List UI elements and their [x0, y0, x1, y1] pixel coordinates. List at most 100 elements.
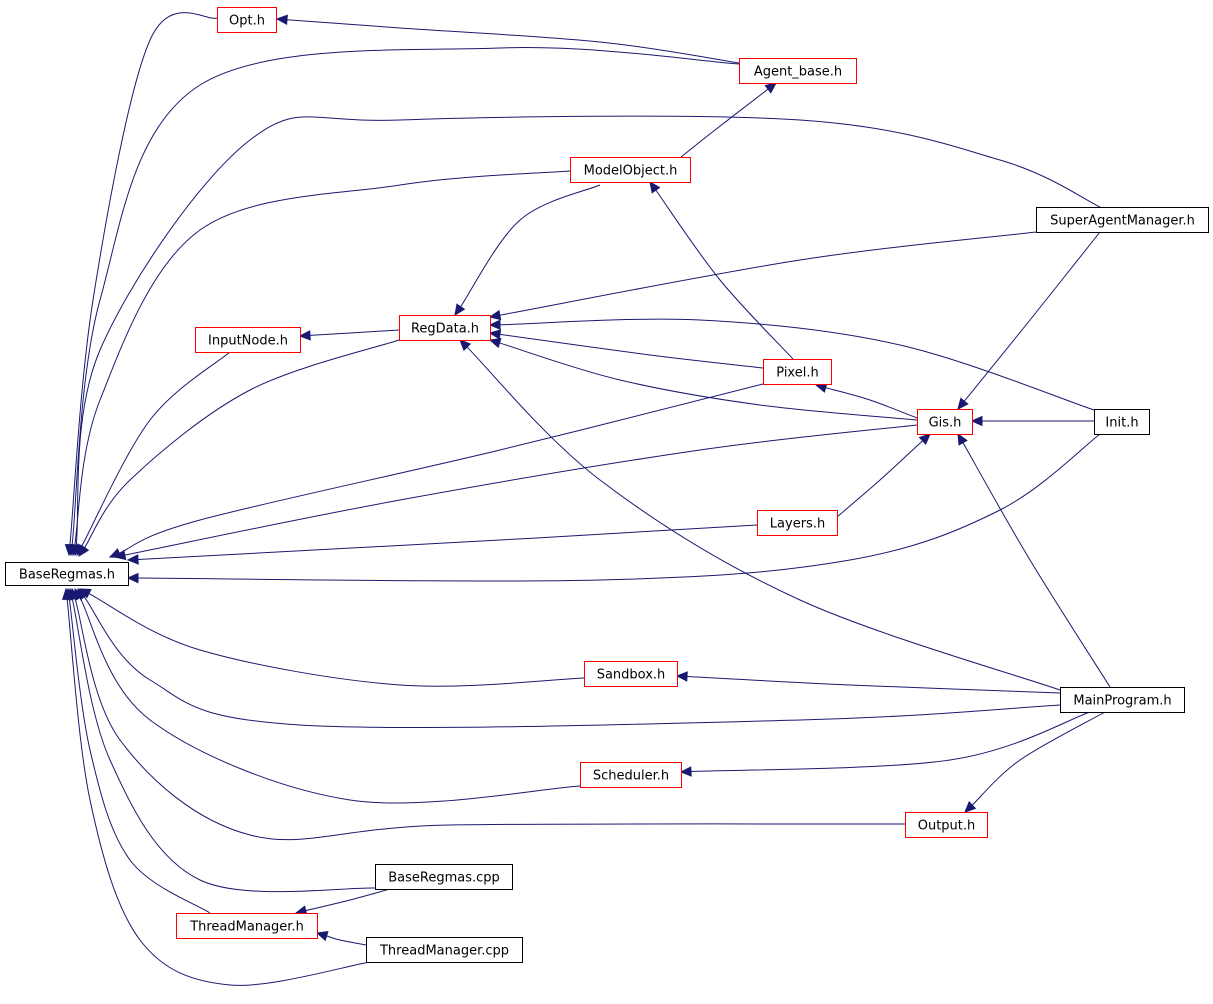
edge-line — [88, 593, 585, 687]
node-box — [584, 661, 678, 687]
node-box — [905, 812, 988, 838]
edge-line — [962, 442, 1111, 688]
edge-line — [305, 888, 391, 912]
edge-output-h-to-baseregmas-h — [70, 587, 906, 841]
node-label: Agent_base.h — [754, 65, 842, 80]
edge-superagentmanager-h-to-gis-h — [957, 231, 1101, 410]
arrowhead-icon — [957, 432, 968, 446]
edge-line — [74, 170, 571, 546]
node-baseregmas-h: BaseRegmas.h — [5, 562, 129, 586]
node-label: ThreadManager.cpp — [379, 944, 509, 959]
edge-line — [499, 333, 764, 369]
node-box — [739, 58, 857, 84]
node-box — [5, 562, 129, 586]
edge-mainprogram-h-to-scheduler-h — [679, 711, 1091, 777]
node-pixel-h[interactable]: Pixel.h — [763, 359, 832, 385]
node-label: BaseRegmas.h — [19, 568, 115, 583]
node-layers-h[interactable]: Layers.h — [757, 510, 838, 536]
node-inputnode-h[interactable]: InputNode.h — [195, 327, 301, 353]
edge-line — [686, 676, 1061, 694]
edge-regdata-h-to-inputnode-h — [298, 329, 400, 341]
node-output-h[interactable]: Output.h — [905, 812, 988, 838]
arrowhead-icon — [675, 671, 688, 682]
node-label: BaseRegmas.cpp — [388, 871, 500, 886]
edge-init-h-to-regdata-h — [488, 318, 1095, 411]
arrowhead-icon — [488, 309, 502, 321]
edge-mainprogram-h-to-baseregmas-h — [77, 588, 1061, 729]
edge-line — [84, 339, 400, 548]
edge-superagentmanager-h-to-regdata-h — [488, 231, 1037, 321]
edge-regdata-h-to-baseregmas-h — [78, 339, 400, 558]
edge-scheduler-h-to-baseregmas-h — [74, 587, 581, 804]
edge-line — [124, 424, 918, 556]
edge-layers-h-to-baseregmas-h — [126, 524, 758, 565]
edge-line — [499, 342, 918, 421]
arrowhead-icon — [454, 303, 466, 317]
arrowhead-icon — [957, 397, 969, 410]
arrowhead-icon — [918, 433, 931, 445]
edge-threadmanager-cpp-to-baseregmas-h — [61, 587, 371, 986]
edge-sandbox-h-to-baseregmas-h — [78, 588, 585, 687]
node-baseregmas-cpp: BaseRegmas.cpp — [375, 864, 513, 890]
arrowhead-icon — [488, 329, 502, 340]
arrowhead-icon — [275, 14, 288, 26]
arrowhead-icon — [964, 800, 977, 813]
edge-regdata-h-to-modelobject-h — [454, 184, 601, 317]
node-superagentmanager-h: SuperAgentManager.h — [1036, 207, 1209, 233]
edge-line — [75, 115, 1101, 546]
node-gis-h[interactable]: Gis.h — [917, 409, 973, 435]
arrowhead-icon — [78, 544, 90, 558]
arrowhead-icon — [298, 330, 311, 341]
node-label: SuperAgentManager.h — [1050, 214, 1195, 229]
node-label: Output.h — [918, 819, 976, 834]
edge-pixel-h-to-baseregmas-h — [108, 383, 764, 558]
node-box — [763, 359, 832, 385]
edge-line — [74, 598, 906, 841]
edge-init-h-to-gis-h — [970, 415, 1095, 427]
node-box — [570, 157, 691, 183]
edge-line — [119, 383, 764, 554]
edge-line — [309, 329, 400, 336]
arrowhead-icon — [315, 931, 329, 942]
node-regdata-h[interactable]: RegData.h — [399, 315, 491, 341]
node-label: Opt.h — [229, 14, 265, 29]
edge-agent-base-h-to-opt-h — [275, 14, 740, 64]
edge-init-h-to-baseregmas-h — [126, 433, 1101, 584]
edge-modelobject-h-to-agent-base-h — [680, 82, 777, 158]
node-box — [399, 315, 491, 341]
node-box — [217, 7, 277, 33]
edge-mainprogram-h-to-sandbox-h — [675, 671, 1061, 694]
node-label: RegData.h — [411, 322, 479, 337]
node-scheduler-h[interactable]: Scheduler.h — [580, 762, 682, 788]
node-opt-h[interactable]: Opt.h — [217, 7, 277, 33]
edge-threadmanager-cpp-to-threadmanager-h — [315, 931, 367, 946]
edge-line — [655, 189, 794, 360]
edge-mainprogram-h-to-gis-h — [957, 432, 1111, 688]
arrowhead-icon — [126, 572, 139, 584]
node-box — [195, 327, 301, 353]
edge-line — [137, 433, 1101, 582]
node-modelobject-h[interactable]: ModelObject.h — [570, 157, 691, 183]
arrowhead-icon — [459, 339, 472, 352]
node-box — [366, 937, 523, 963]
edge-line — [499, 231, 1037, 316]
edge-line — [71, 598, 376, 893]
node-box — [375, 864, 513, 890]
node-agent-base-h[interactable]: Agent_base.h — [739, 58, 857, 84]
node-sandbox-h[interactable]: Sandbox.h — [584, 661, 678, 687]
edge-mainprogram-h-to-output-h — [964, 711, 1106, 813]
edge-line — [690, 711, 1091, 773]
edge-line — [71, 47, 740, 546]
edge-pixel-h-to-modelobject-h — [649, 181, 794, 360]
node-label: Pixel.h — [776, 366, 818, 381]
edge-line — [466, 346, 1061, 691]
edge-line — [66, 598, 371, 986]
node-init-h: Init.h — [1094, 409, 1150, 435]
node-label: Layers.h — [770, 517, 825, 532]
arrowhead-icon — [488, 319, 501, 331]
nodes-layer: BaseRegmas.h Opt.hAgent_base.hModelObject… — [5, 7, 1209, 963]
node-threadmanager-h[interactable]: ThreadManager.h — [176, 913, 318, 939]
edge-line — [286, 19, 740, 64]
edge-baseregmas-cpp-to-baseregmas-h — [67, 587, 376, 893]
